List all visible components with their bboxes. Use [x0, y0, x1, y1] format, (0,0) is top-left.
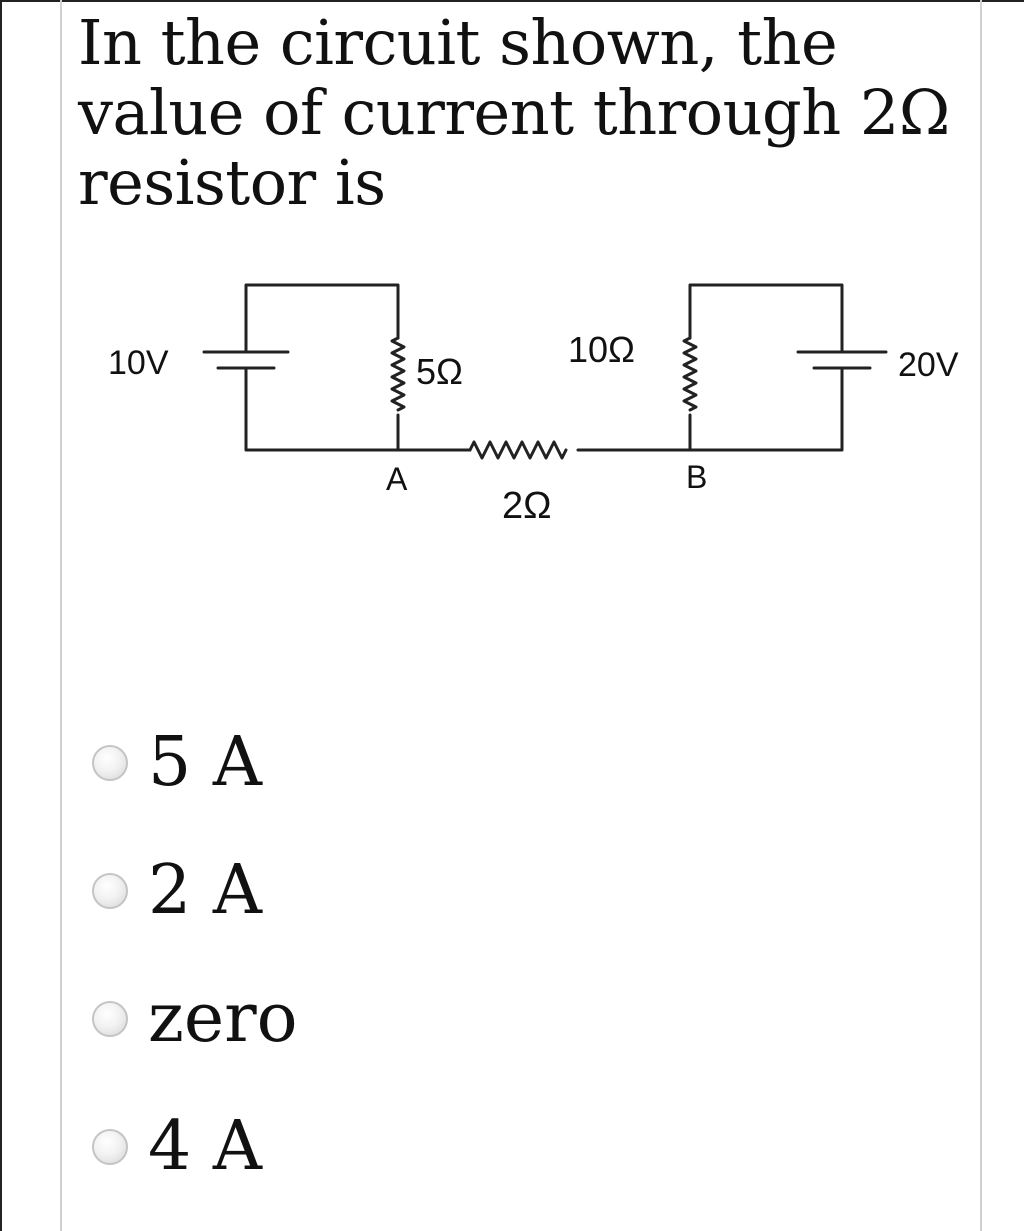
- node-a-label: A: [386, 461, 408, 497]
- radio-button[interactable]: [92, 1129, 128, 1165]
- option-label: 5 A: [148, 723, 262, 802]
- radio-button[interactable]: [92, 1001, 128, 1037]
- question-text: In the circuit shown, the value of curre…: [78, 6, 950, 219]
- option-label: 4 A: [148, 1107, 262, 1186]
- resistor-5-ohm: [390, 336, 406, 412]
- resistor-5-ohm-label: 5Ω: [416, 351, 463, 392]
- left-bottom-wire: [244, 366, 400, 452]
- option-label: zero: [148, 979, 298, 1058]
- frame-inner-left-border: [60, 0, 62, 1231]
- node-b-label: B: [686, 459, 707, 495]
- resistor-10-ohm-label: 10Ω: [568, 329, 635, 370]
- resistor-2-ohm: [468, 440, 568, 460]
- radio-button[interactable]: [92, 745, 128, 781]
- circuit-diagram: 10V 20V 5Ω 10Ω 2Ω A B: [108, 283, 959, 527]
- option-zero[interactable]: zero: [92, 974, 298, 1064]
- resistor-10-ohm: [682, 336, 698, 412]
- battery-left-label: 10V: [108, 344, 169, 382]
- option-4a[interactable]: 4 A: [92, 1102, 298, 1192]
- frame-left-border: [0, 0, 2, 1231]
- answer-options: 5 A 2 A zero 4 A: [92, 718, 298, 1230]
- right-loop-wire: [688, 283, 844, 352]
- frame-inner-right-border: [980, 0, 982, 1231]
- radio-button[interactable]: [92, 873, 128, 909]
- battery-right-label: 20V: [898, 346, 959, 384]
- right-bottom-wire: [688, 366, 844, 452]
- frame-top-border: [0, 0, 1024, 2]
- option-label: 2 A: [148, 851, 262, 930]
- resistor-2-ohm-label: 2Ω: [502, 485, 552, 527]
- option-2a[interactable]: 2 A: [92, 846, 298, 936]
- left-loop-wire: [244, 283, 400, 352]
- option-5a[interactable]: 5 A: [92, 718, 298, 808]
